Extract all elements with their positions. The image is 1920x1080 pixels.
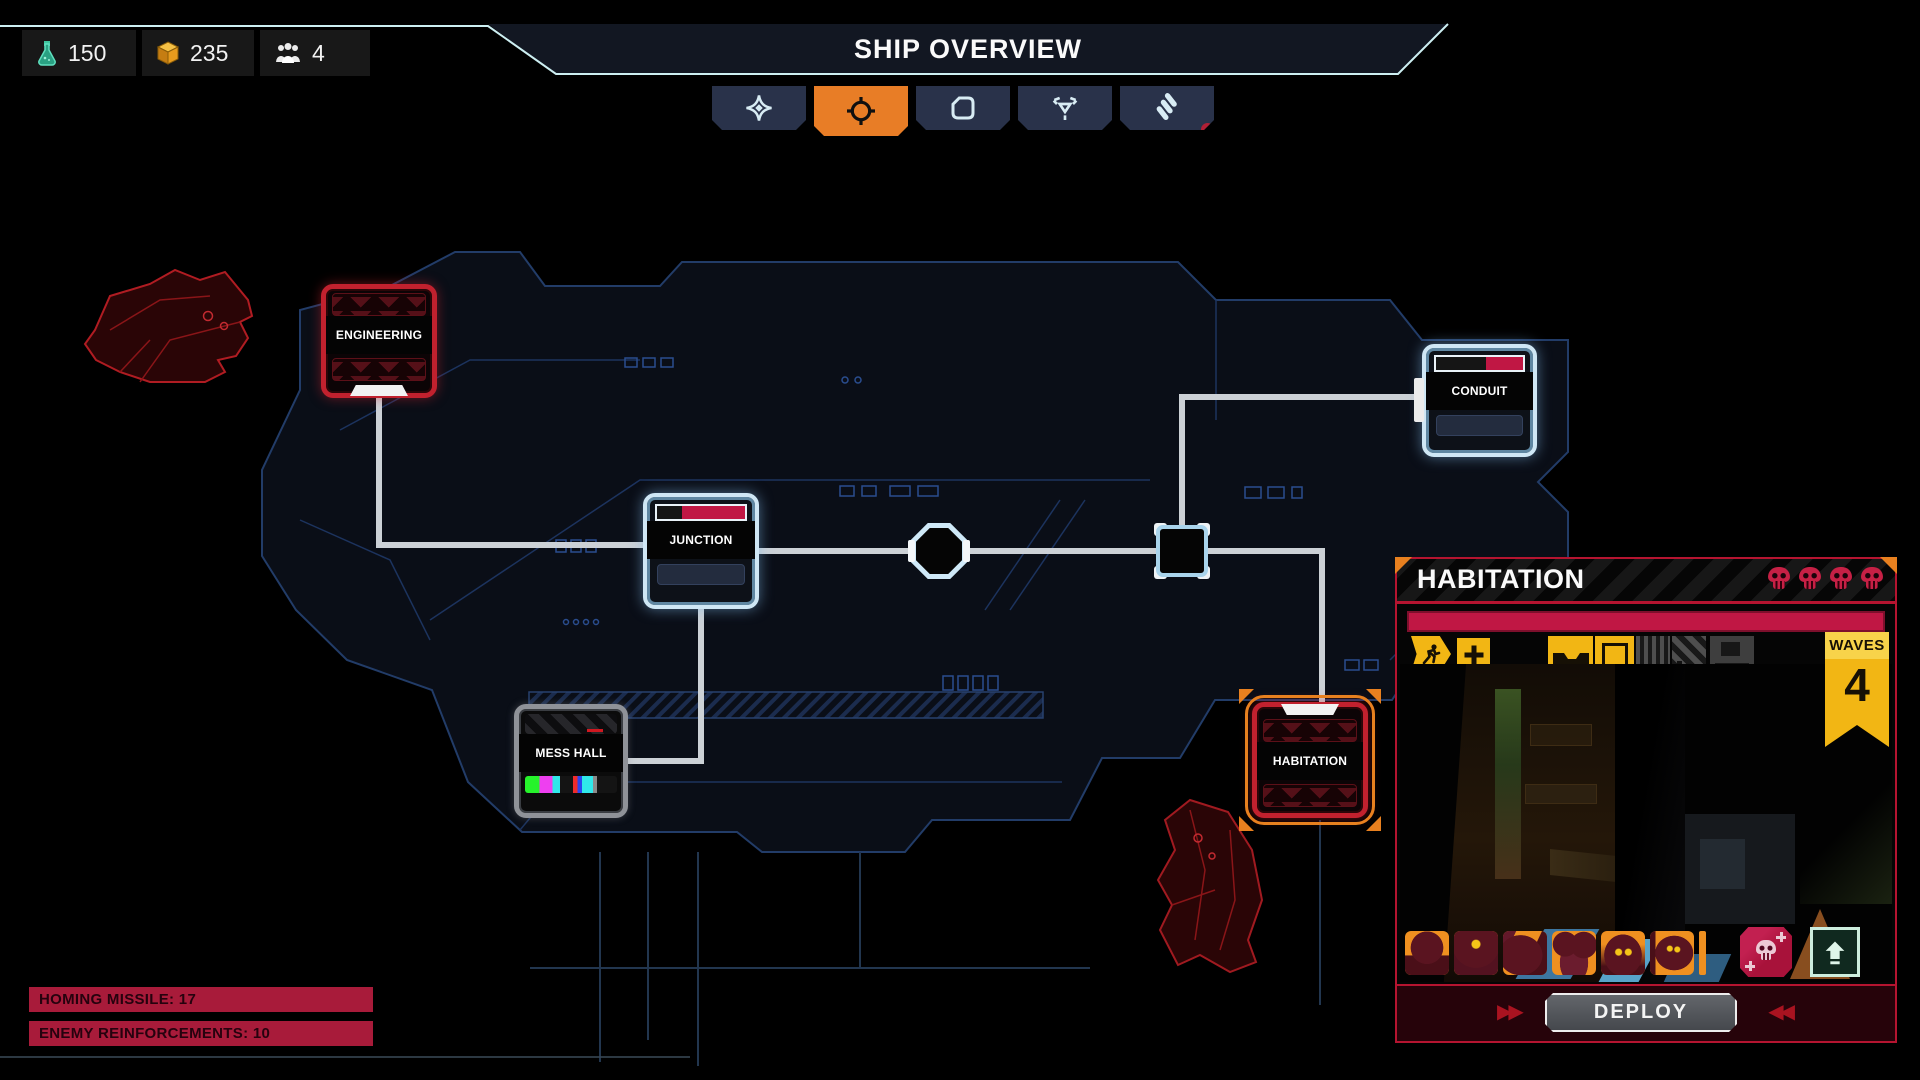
threat-skulls <box>1766 567 1885 593</box>
room-health-fill <box>1486 357 1523 370</box>
panel-title: HABITATION <box>1417 564 1585 594</box>
junction-node-octagon[interactable] <box>908 523 970 579</box>
room-node-habitation[interactable]: HABITATION <box>1239 689 1381 831</box>
enemy-portraits-row <box>1405 927 1887 977</box>
room-sub-panel <box>657 564 745 585</box>
hull-icon <box>948 93 978 123</box>
flask-icon <box>38 41 56 66</box>
alert-homing-missile: HOMING MISSILE: 17 <box>29 987 373 1012</box>
cube-icon <box>156 41 180 65</box>
room-info-panel: HABITATION <box>1395 557 1897 1043</box>
skull-icon <box>1797 567 1823 593</box>
enemy-ship-left <box>83 268 254 383</box>
waves-label: WAVES <box>1825 632 1889 659</box>
alert-enemy-reinforcements: ENEMY REINFORCEMENTS: 10 <box>29 1021 373 1046</box>
upgrade-arrow-icon <box>1825 941 1845 965</box>
room-node-mess-hall[interactable]: MESS HALL <box>514 704 628 818</box>
dock-tab <box>1414 378 1424 422</box>
crew-count: 4 <box>312 39 325 66</box>
fast-forward-icon: ▶▶ <box>1497 999 1524 1023</box>
room-node-engineering[interactable]: ENGINEERING <box>321 284 437 398</box>
science-count: 150 <box>68 39 107 66</box>
skull-icon <box>1766 567 1792 593</box>
tab-ammo[interactable] <box>1120 86 1214 130</box>
room-label: ENGINEERING <box>326 316 432 354</box>
enemy-portrait[interactable] <box>1405 931 1449 975</box>
skull-icon <box>1754 940 1778 964</box>
skull-icon <box>1828 567 1854 593</box>
dock-tab <box>1281 704 1339 715</box>
junction-node-square[interactable] <box>1154 523 1210 579</box>
tab-hull[interactable] <box>916 86 1010 130</box>
hostile-chevrons-top <box>332 293 426 316</box>
waves-count: 4 <box>1844 659 1870 711</box>
enemy-portrait[interactable] <box>1601 931 1645 975</box>
reinforcement-skull-badge[interactable] <box>1740 927 1792 977</box>
room-label: MESS HALL <box>519 734 623 772</box>
hostile-chevrons-top <box>1263 719 1357 742</box>
materials-count: 235 <box>190 39 229 66</box>
upgrade-badge[interactable] <box>1810 927 1860 977</box>
resource-science: 150 <box>22 30 136 76</box>
room-health-bar <box>1434 355 1525 372</box>
room-health-fill <box>681 506 745 519</box>
frame-bottom-line <box>0 1056 690 1058</box>
crosshair-icon <box>845 95 877 127</box>
panel-header: HABITATION <box>1397 559 1895 604</box>
enemy-portrait[interactable] <box>1454 931 1498 975</box>
deploy-bar: ▶▶ DEPLOY ◀◀ <box>1397 984 1895 1041</box>
diamond-icon <box>744 93 774 123</box>
hull-lower-lines <box>530 820 1321 1066</box>
hostile-chevrons-bottom <box>1263 784 1357 807</box>
room-label: JUNCTION <box>647 521 755 559</box>
enemy-portrait[interactable] <box>1503 931 1547 975</box>
dock-tab <box>963 540 970 562</box>
room-label: CONDUIT <box>1426 372 1533 410</box>
enemy-portrait-clipped <box>1699 931 1706 975</box>
room-node-junction[interactable]: JUNCTION <box>643 493 759 609</box>
formation-icon <box>1049 92 1081 124</box>
offline-stripes <box>525 714 617 734</box>
crew-icon <box>276 43 300 63</box>
dock-tab <box>908 540 915 562</box>
room-sub-panel <box>1436 415 1523 436</box>
room-health-bar <box>655 504 747 521</box>
rewind-icon: ◀◀ <box>1768 999 1795 1023</box>
skull-icon <box>1859 567 1885 593</box>
enemy-portrait[interactable] <box>1552 931 1596 975</box>
room-node-conduit[interactable]: CONDUIT <box>1414 344 1537 457</box>
header-band <box>0 23 1449 75</box>
waves-badge: WAVES 4 <box>1825 632 1889 747</box>
deploy-button[interactable]: DEPLOY <box>1545 993 1737 1032</box>
room-health-bar <box>1407 611 1885 632</box>
tab-formation[interactable] <box>1018 86 1112 130</box>
enemy-portrait[interactable] <box>1650 931 1694 975</box>
tab-targeting-crosshair[interactable] <box>814 86 908 136</box>
glitch-strip <box>525 776 617 793</box>
room-label: HABITATION <box>1257 742 1363 780</box>
enemy-ship-bottom <box>1156 798 1264 974</box>
page-title: SHIP OVERVIEW <box>853 34 1083 64</box>
resource-materials: 235 <box>142 30 254 76</box>
hull-windows <box>555 357 1379 691</box>
tab-overview-diamond[interactable] <box>712 86 806 130</box>
hostile-chevrons-bottom <box>332 358 426 381</box>
ammo-icon <box>1151 92 1183 124</box>
resource-crew: 4 <box>260 30 370 76</box>
dock-tab <box>350 385 408 396</box>
